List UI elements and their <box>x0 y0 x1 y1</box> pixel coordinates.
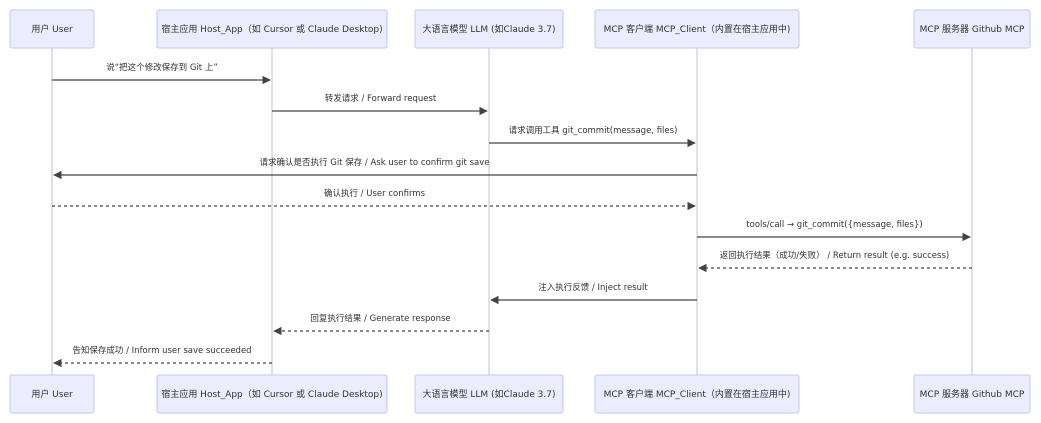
message-label-4: 请求确认是否执行 Git 保存 / Ask user to confirm gi… <box>260 157 490 168</box>
message-label-7: 返回执行结果（成功/失败） / Return result (e.g. succ… <box>720 250 949 261</box>
actor-box-client-top <box>594 9 800 49</box>
message-label-6: tools/call → git_commit({message, files}… <box>746 220 922 230</box>
actor-label-host-bottom: 宿主应用 Host_App（如 Cursor 或 Claude Desktop) <box>161 388 382 400</box>
actor-box-llm-top <box>414 9 564 49</box>
message-label-3: 请求调用工具 git_commit(message, files) <box>509 125 678 136</box>
actor-box-host-top <box>156 9 388 49</box>
actor-box-server-bottom <box>913 374 1031 414</box>
actor-label-user-bottom: 用户 User <box>31 388 73 400</box>
actor-label-client-bottom: MCP 客户端 MCP_Client（内置在宿主应用中) <box>604 388 791 400</box>
actor-label-user-top: 用户 User <box>31 23 73 35</box>
actor-label-llm-bottom: 大语言模型 LLM (如Claude 3.7) <box>423 388 556 400</box>
actor-box-llm-bottom <box>414 374 564 414</box>
actor-box-user-bottom <box>9 374 95 414</box>
actor-box-server-top <box>913 9 1031 49</box>
actor-box-user-top <box>9 9 95 49</box>
actor-label-server-top: MCP 服务器 Github MCP <box>920 23 1025 35</box>
actor-box-client-bottom <box>594 374 800 414</box>
message-label-10: 告知保存成功 / Inform user save succeeded <box>72 345 251 356</box>
message-label-2: 转发请求 / Forward request <box>325 93 437 104</box>
message-label-9: 回复执行结果 / Generate response <box>310 313 450 324</box>
actor-box-host-bottom <box>156 374 388 414</box>
actor-label-host-top: 宿主应用 Host_App（如 Cursor 或 Claude Desktop) <box>161 23 382 35</box>
message-label-8: 注入执行反馈 / Inject result <box>538 282 648 293</box>
message-label-5: 确认执行 / User confirms <box>324 188 426 199</box>
actor-label-client-top: MCP 客户端 MCP_Client（内置在宿主应用中) <box>604 23 791 35</box>
actor-label-llm-top: 大语言模型 LLM (如Claude 3.7) <box>423 23 556 35</box>
actor-label-server-bottom: MCP 服务器 Github MCP <box>920 388 1025 400</box>
message-label-1: 说“把这个修改保存到 Git 上” <box>106 62 218 73</box>
